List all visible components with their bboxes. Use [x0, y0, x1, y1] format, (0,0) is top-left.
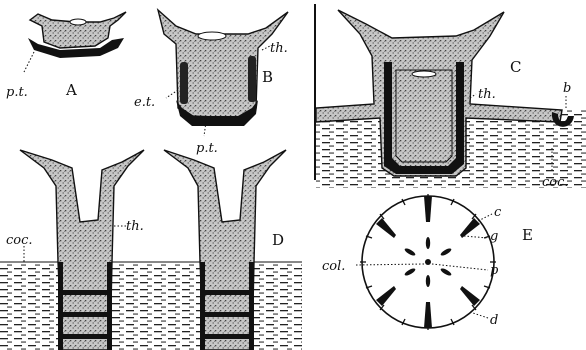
label-pt-a: p.t.: [6, 85, 28, 100]
panel-c: th. C b coc.: [314, 4, 586, 190]
label-th-c: th.: [478, 87, 496, 102]
panel-e: c g E col. p d: [322, 194, 533, 330]
label-coc-c: coc.: [542, 175, 569, 190]
label-col-e: col.: [322, 259, 345, 274]
polyp-b-right-septum: [248, 56, 256, 102]
panel-b: th. B e.t. p.t.: [134, 10, 288, 156]
panel-letter-a: A: [65, 81, 77, 99]
label-th-b: th.: [270, 41, 288, 56]
label-coc-d: coc.: [6, 233, 33, 248]
label-b-c: b: [563, 81, 571, 96]
panel-letter-b: B: [262, 68, 273, 86]
panel-letter-d: D: [272, 231, 284, 249]
polyp-b-body: [158, 10, 288, 118]
label-pt-b: p.t.: [196, 141, 218, 156]
label-c-e: c: [494, 205, 502, 220]
panel-letter-e: E: [522, 226, 533, 244]
polyp-b-left-septum: [180, 62, 188, 104]
label-d-e: d: [490, 313, 498, 328]
label-th-d: th.: [126, 219, 144, 234]
label-g-e: g: [490, 229, 498, 244]
panel-c-frame-left: [314, 4, 316, 180]
panel-d: coc. th. D: [0, 150, 302, 350]
panel-d-coenenchyme: [0, 262, 302, 350]
label-et-b: e.t.: [134, 95, 155, 110]
polyp-c-inner-body: [396, 70, 452, 162]
panel-letter-c: C: [510, 58, 521, 76]
panel-a: p.t. A: [6, 12, 126, 100]
label-p-e: p: [490, 263, 499, 278]
larva-a-mouth: [70, 19, 86, 25]
